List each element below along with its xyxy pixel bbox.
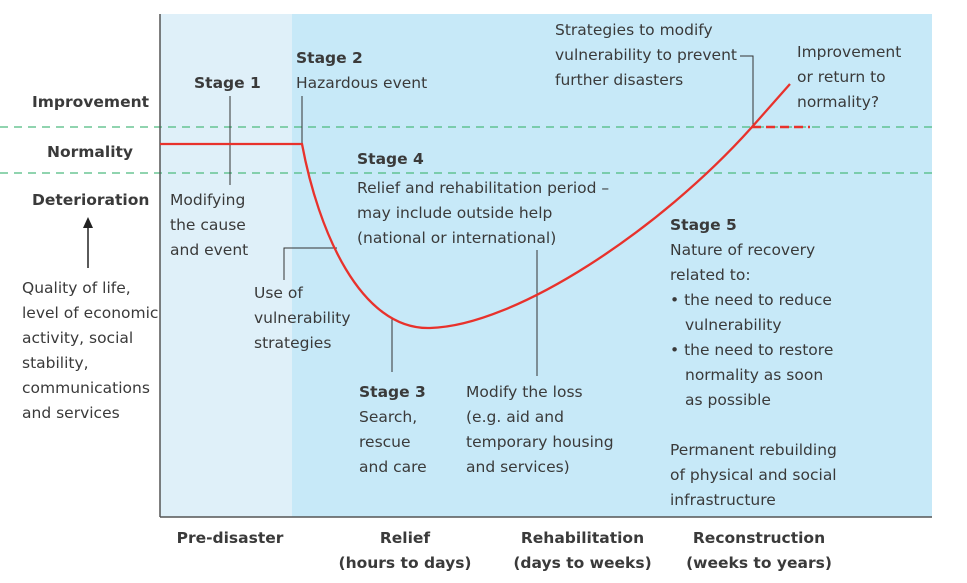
stage3-text: Search, rescue and care <box>359 405 427 480</box>
desc-line: stability, <box>22 354 89 372</box>
level-normality: Normality <box>47 143 134 161</box>
text-line: Nature of recovery <box>670 241 816 259</box>
text-line: • the need to restore <box>670 341 834 359</box>
text-line: Strategies to modify <box>555 21 713 39</box>
phase-sub: (days to weeks) <box>513 554 652 572</box>
text-line: vulnerability to prevent <box>555 46 737 64</box>
modify-loss-text: Modify the loss (e.g. aid and temporary … <box>466 380 614 480</box>
text-line: or return to <box>797 68 886 86</box>
text-line: Modify the loss <box>466 383 583 401</box>
desc-line: communications <box>22 379 150 397</box>
strategies-text: Strategies to modify vulnerability to pr… <box>555 18 737 93</box>
phase-pre-disaster: Pre-disaster <box>176 529 284 547</box>
leader-lines <box>229 55 754 376</box>
post-disaster-band <box>292 14 932 517</box>
text-line: Search, <box>359 408 418 426</box>
desc-line: Quality of life, <box>22 279 131 297</box>
use-of-leader <box>283 247 337 280</box>
pre-disaster-band <box>160 14 292 517</box>
arrow-head-icon <box>83 217 93 228</box>
desc-line: level of economic <box>22 304 159 322</box>
text-line: rescue <box>359 433 411 451</box>
stage5-text: Nature of recovery related to: • the nee… <box>670 238 833 413</box>
phase-reconstruction: Reconstruction (weeks to years) <box>678 526 840 576</box>
text-line: vulnerability <box>685 316 782 334</box>
level-deterioration: Deterioration <box>32 191 150 209</box>
y-axis-description: Quality of life, level of economic activ… <box>22 276 158 426</box>
desc-line: activity, social <box>22 329 134 347</box>
stage1-title: Stage 1 <box>194 74 261 92</box>
text-line: as possible <box>685 391 771 409</box>
use-of-vulnerability-text: Use of vulnerability strategies <box>254 281 351 356</box>
rebuild-text: Permanent rebuilding of physical and soc… <box>670 438 837 513</box>
text-line: the cause <box>170 216 246 234</box>
phase-sub: (hours to days) <box>338 554 472 572</box>
text-line: temporary housing <box>466 433 614 451</box>
phase-rehabilitation: Rehabilitation (days to weeks) <box>505 526 660 576</box>
text-line: normality? <box>797 93 880 111</box>
text-line: may include outside help <box>357 204 553 222</box>
text-line: Permanent rebuilding <box>670 441 837 459</box>
response-curve <box>160 83 791 330</box>
phase-sub: (weeks to years) <box>686 554 832 572</box>
text-line: (national or international) <box>357 229 557 247</box>
text-line: related to: <box>670 266 751 284</box>
stage5-title: Stage 5 <box>670 216 737 234</box>
text-line: Modifying <box>170 191 246 209</box>
text-line: • the need to reduce <box>670 291 832 309</box>
phase-relief: Relief (hours to days) <box>330 526 480 576</box>
stage2-title: Stage 2 <box>296 49 363 67</box>
outcome-text: Improvement or return to normality? <box>797 40 901 115</box>
stage3-title: Stage 3 <box>359 383 426 401</box>
text-line: (e.g. aid and <box>466 408 564 426</box>
level-improvement: Improvement <box>32 93 150 111</box>
desc-line: and services <box>22 404 120 422</box>
phase-name: Relief <box>379 529 431 547</box>
text-line: Use of <box>254 284 303 302</box>
text-line: further disasters <box>555 71 684 89</box>
text-line: infrastructure <box>670 491 776 509</box>
phase-name: Reconstruction <box>692 529 826 547</box>
text-line: of physical and social <box>670 466 837 484</box>
text-line: vulnerability <box>254 309 351 327</box>
strategies-leader <box>740 55 754 125</box>
text-line: Relief and rehabilitation period – <box>357 179 610 197</box>
text-line: and event <box>170 241 249 259</box>
text-line: and services) <box>466 458 570 476</box>
stage1-text: Modifying the cause and event <box>170 188 248 263</box>
text-line: Improvement <box>797 43 902 61</box>
text-line: normality as soon <box>685 366 824 384</box>
text-line: and care <box>359 458 427 476</box>
stage4-title: Stage 4 <box>357 150 424 168</box>
stage4-text: Relief and rehabilitation period – may i… <box>357 176 609 251</box>
phase-name: Rehabilitation <box>520 529 645 547</box>
text-line: strategies <box>254 334 332 352</box>
stage2-text: Hazardous event <box>296 74 428 92</box>
